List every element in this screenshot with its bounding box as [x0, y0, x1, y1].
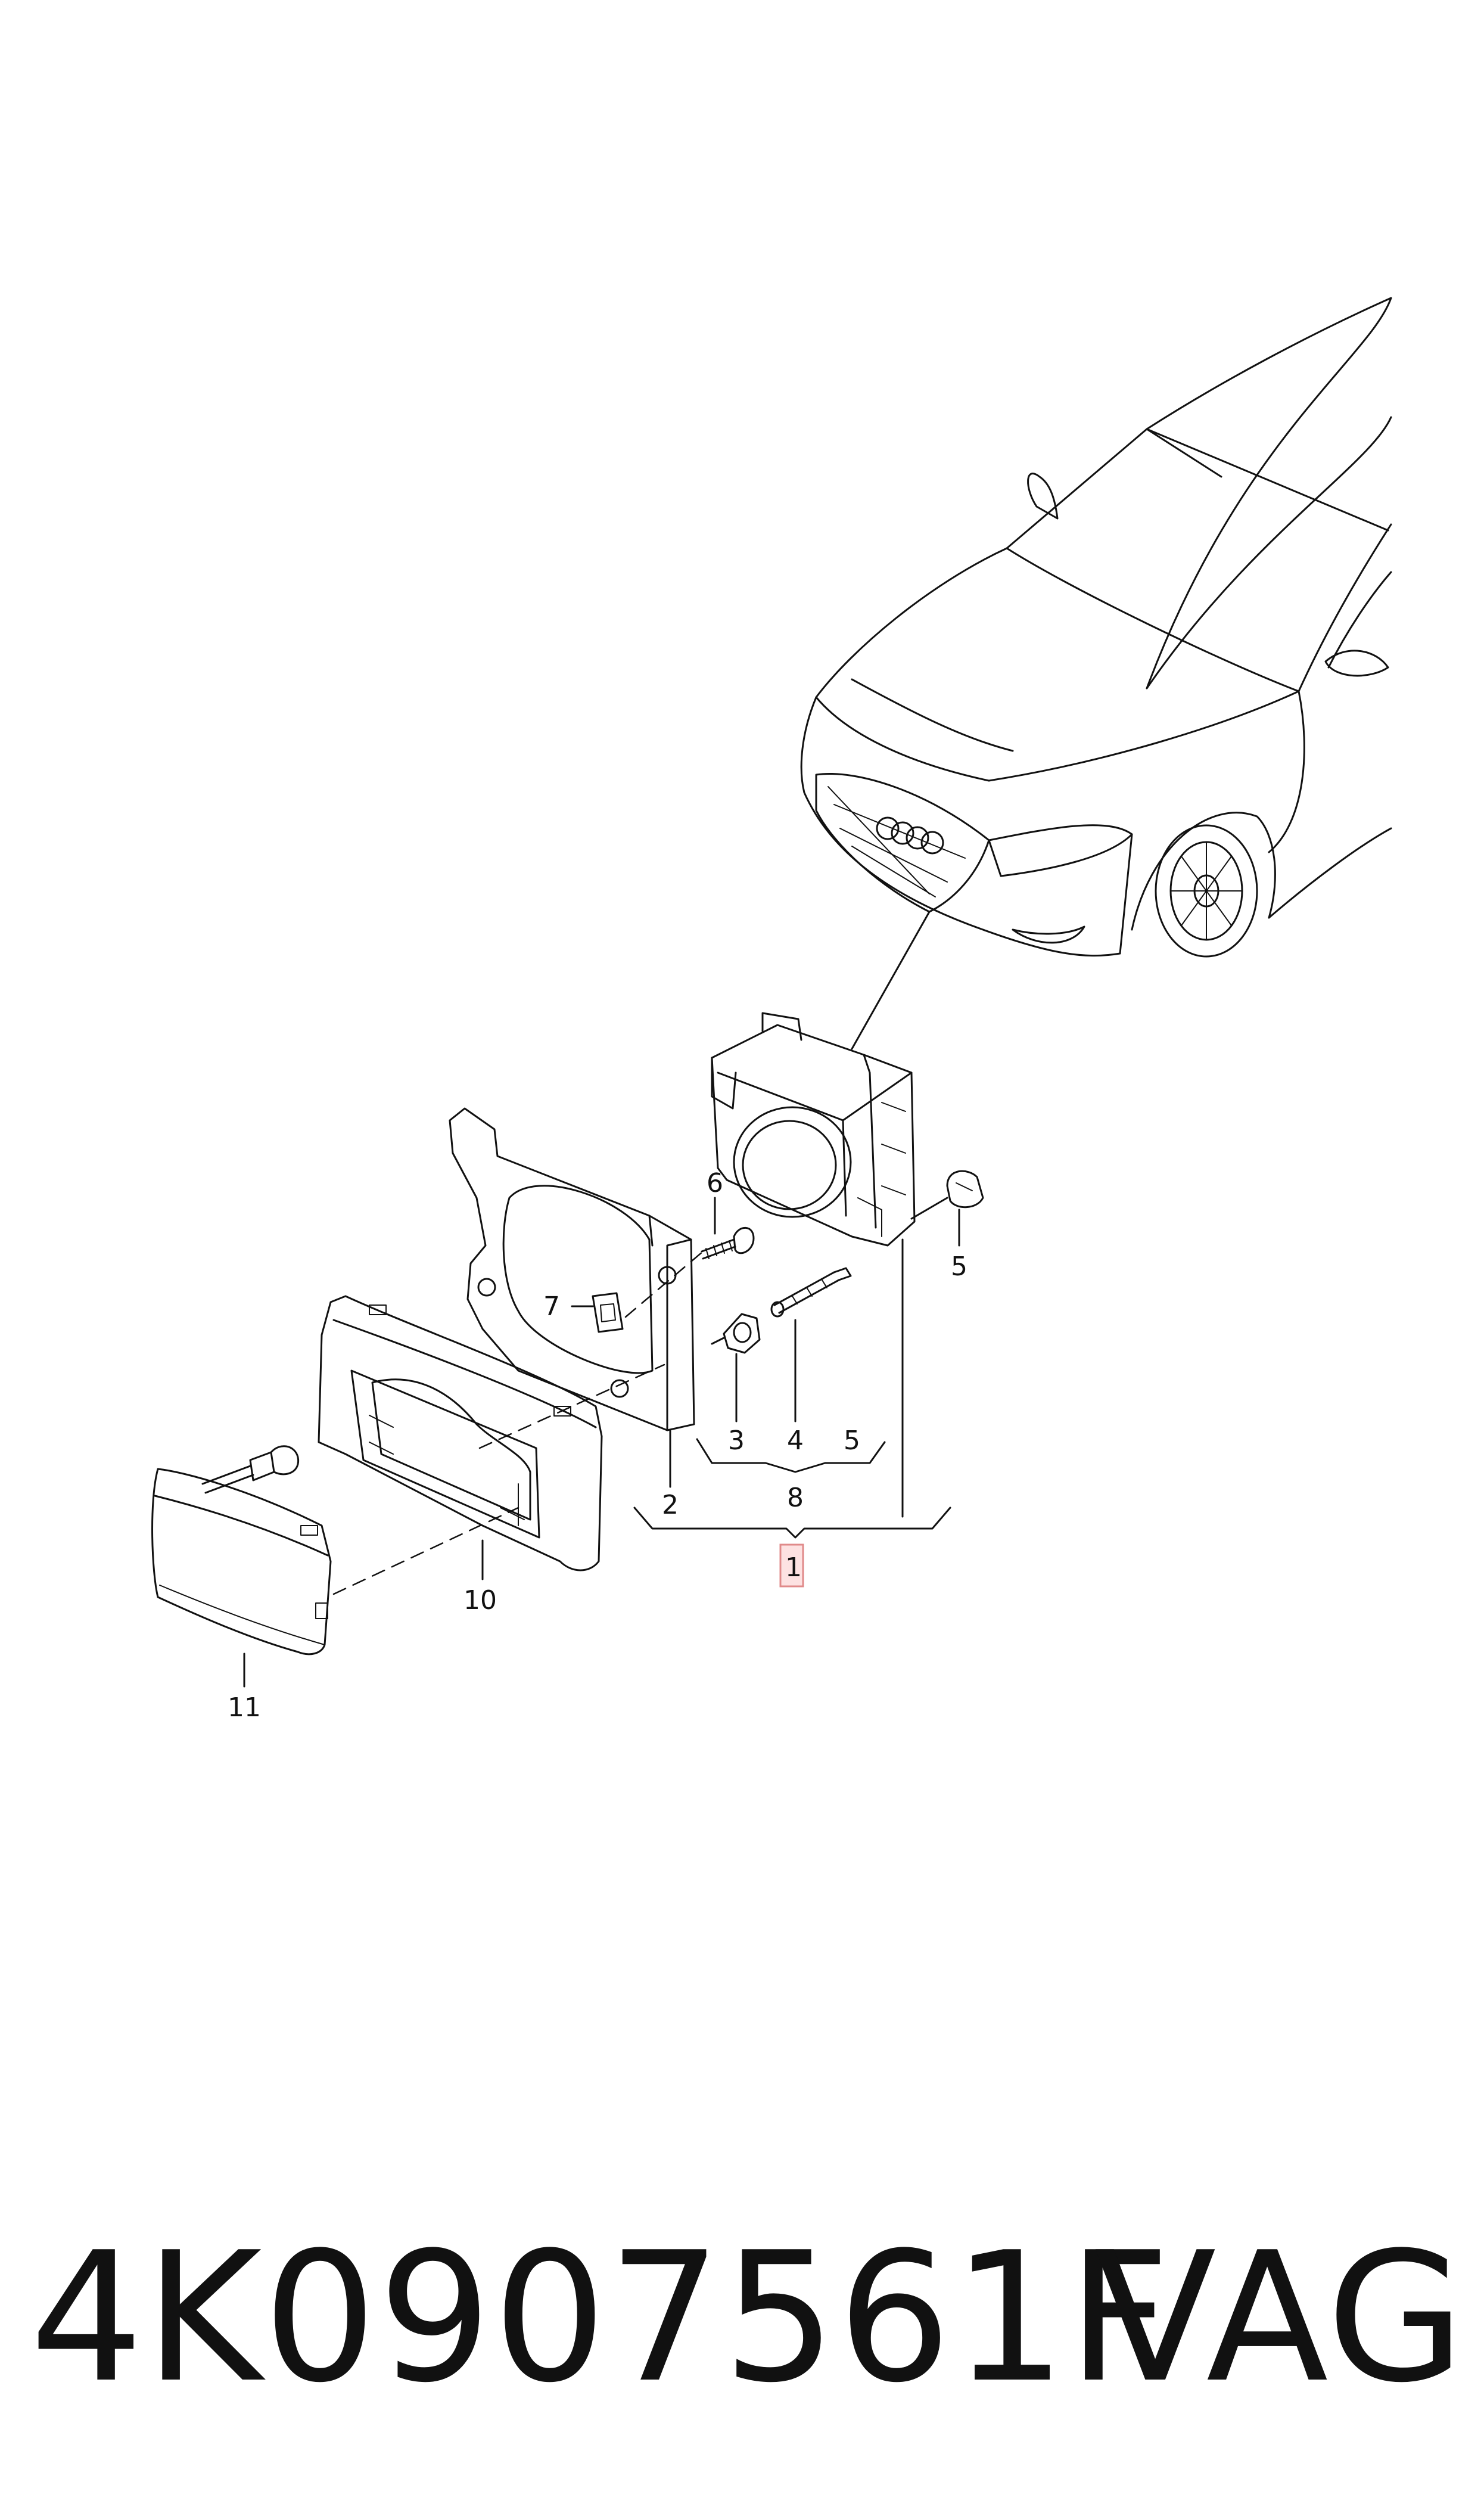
callout-label-3: 3 [728, 1425, 745, 1456]
screw-part-6 [701, 1226, 755, 1260]
clip-part-5 [910, 1170, 984, 1220]
brand-label: VAG [1094, 2214, 1466, 2422]
callout-label-2: 2 [662, 1490, 679, 1520]
cover-part-11 [151, 1468, 332, 1655]
connector-plug [201, 1445, 300, 1494]
leader-car-to-sensor [851, 911, 931, 1050]
callout-label-5: 5 [844, 1425, 860, 1456]
adjusting-screw-part-4 [770, 1267, 852, 1318]
callout-label-4: 4 [787, 1425, 804, 1456]
callout-label-10: 10 [463, 1585, 497, 1616]
mounting-bracket-illustration [449, 1107, 695, 1431]
callout-label-7: 7 [543, 1291, 560, 1322]
car-illustration [800, 297, 1392, 958]
alignment-line-frame [478, 1363, 665, 1449]
frame-part-10 [318, 1295, 603, 1571]
callout-label-6: 6 [707, 1168, 723, 1198]
callout-label-11: 11 [228, 1692, 261, 1723]
nut-part-3 [711, 1313, 761, 1354]
callout-leaders [243, 1197, 960, 1688]
callout-label-1: 1 [785, 1552, 802, 1583]
callout-1-highlight [779, 1543, 804, 1588]
radar-sensor-illustration [711, 1012, 916, 1247]
callout-label-8: 8 [787, 1483, 804, 1513]
callout-label-5-right: 5 [951, 1251, 967, 1282]
alignment-line-bracket [624, 1250, 704, 1318]
part-number: 4K0907561F [30, 2214, 1172, 2422]
alignment-line-cover [332, 1507, 519, 1595]
